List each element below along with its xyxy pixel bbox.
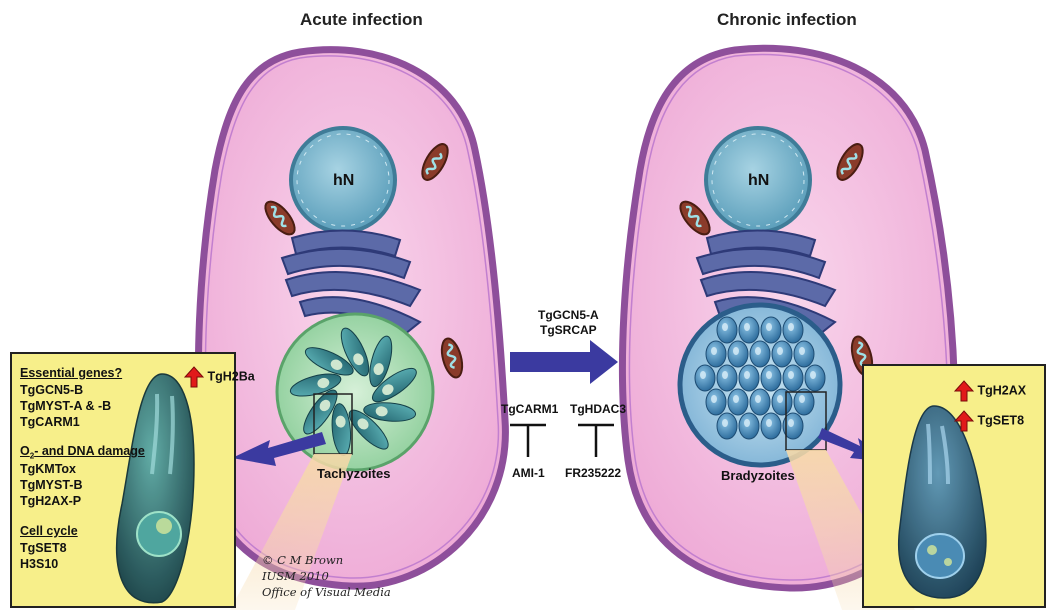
- bradyzoite-cluster: [694, 316, 826, 440]
- dna-damage-item: TgMYST-B: [20, 478, 83, 492]
- bradyzoite: [771, 388, 793, 416]
- nucleus-label-right: hN: [748, 172, 770, 189]
- up-arrow-icon: [954, 380, 974, 402]
- bradyzoite: [705, 340, 727, 368]
- title-acute-infection: Acute infection: [300, 10, 423, 29]
- essential-gene-item: TgMYST-A & -B: [20, 399, 112, 413]
- up-arrow-icon: [184, 366, 204, 388]
- bradyzoite: [694, 364, 716, 392]
- bradyzoite: [782, 364, 804, 392]
- bradyzoites-label: Bradyzoites: [721, 468, 795, 483]
- bradyzoite: [749, 388, 771, 416]
- bradyzoite: [716, 364, 738, 392]
- cell-cycle-item: TgSET8: [20, 541, 67, 555]
- bradyzoite: [738, 316, 760, 344]
- bradyzoite: [716, 412, 738, 440]
- inhibition-symbol-1: [510, 423, 546, 457]
- inhibition-symbol-2: [578, 423, 614, 457]
- transition-label-1: TgGCN5-A: [538, 308, 599, 322]
- dna-damage-heading: O2- and DNA damage: [20, 444, 145, 461]
- transition-arrow: [510, 340, 618, 384]
- tachyzoite-enlarged: [116, 373, 195, 604]
- tachyzoite-rosette: [289, 327, 417, 457]
- inhibitor-1-label: AMI-1: [512, 466, 545, 480]
- bradyzoite: [793, 388, 815, 416]
- bradyzoite: [760, 316, 782, 344]
- bradyzoite: [782, 412, 804, 440]
- credit-line: Office of Visual Media: [262, 585, 391, 599]
- callout-arrow-left: [232, 432, 326, 466]
- bradyzoite: [727, 388, 749, 416]
- bradyzoite: [738, 364, 760, 392]
- bradyzoite: [793, 340, 815, 368]
- tachyzoite: [304, 347, 354, 376]
- tachyzoite: [303, 389, 338, 435]
- tachyzoite: [371, 367, 417, 403]
- credit-line: IUSM 2010: [262, 569, 329, 583]
- mitochondria-left: [264, 143, 464, 379]
- callout-cone-left: [230, 454, 352, 610]
- credit-text: © C M Brown IUSM 2010 Office of Visual M…: [262, 552, 391, 600]
- upregulated-item-right: TgSET8: [954, 410, 1024, 432]
- essential-gene-item: TgGCN5-B: [20, 383, 84, 397]
- tachyzoite: [369, 335, 393, 388]
- enzyme-1-label: TgCARM1: [501, 402, 559, 416]
- bradyzoite: [760, 364, 782, 392]
- bradyzoite-enlarged: [898, 405, 987, 599]
- transition-label-2: TgSRCAP: [540, 323, 597, 337]
- bradyzoite: [804, 364, 826, 392]
- bradyzoite: [705, 388, 727, 416]
- cell-cycle-item: H3S10: [20, 557, 59, 571]
- tachyzoite-callout-panel: Essential genes? TgGCN5-B TgMYST-A & -B …: [10, 352, 255, 608]
- tachyzoites-label: Tachyzoites: [317, 466, 391, 481]
- bradyzoite: [760, 412, 782, 440]
- tachyzoite: [348, 409, 389, 450]
- bradyzoite-callout-panel: TgH2AX TgSET8: [862, 364, 1046, 608]
- bradyzoite: [782, 316, 804, 344]
- tachyzoite: [331, 403, 352, 457]
- bradyzoite: [771, 340, 793, 368]
- bradyzoite: [727, 340, 749, 368]
- essential-genes-heading: Essential genes?: [20, 366, 123, 380]
- essential-gene-item: TgCARM1: [20, 415, 80, 429]
- cell-cycle-heading: Cell cycle: [20, 524, 78, 538]
- up-arrow-icon: [954, 410, 974, 432]
- dna-damage-item: TgKMTox: [20, 462, 77, 476]
- mitochondria-right: [679, 143, 874, 377]
- bradyzoite: [738, 412, 760, 440]
- tachyzoite: [340, 327, 370, 377]
- tachyzoite: [363, 402, 417, 422]
- upregulated-item-left: TgH2Ba: [184, 366, 255, 388]
- dna-damage-item: TgH2AX-P: [20, 494, 82, 508]
- upregulated-item-right: TgH2AX: [954, 380, 1026, 402]
- title-chronic-infection: Chronic infection: [717, 10, 857, 29]
- vacuole-right: [677, 302, 843, 468]
- bradyzoite: [749, 340, 771, 368]
- bradyzoite: [716, 316, 738, 344]
- nucleus-label-left: hN: [333, 172, 355, 189]
- enzyme-2-label: TgHDAC3: [570, 402, 626, 416]
- inhibitor-2-label: FR235222: [565, 466, 622, 480]
- credit-line: © C M Brown: [262, 553, 344, 567]
